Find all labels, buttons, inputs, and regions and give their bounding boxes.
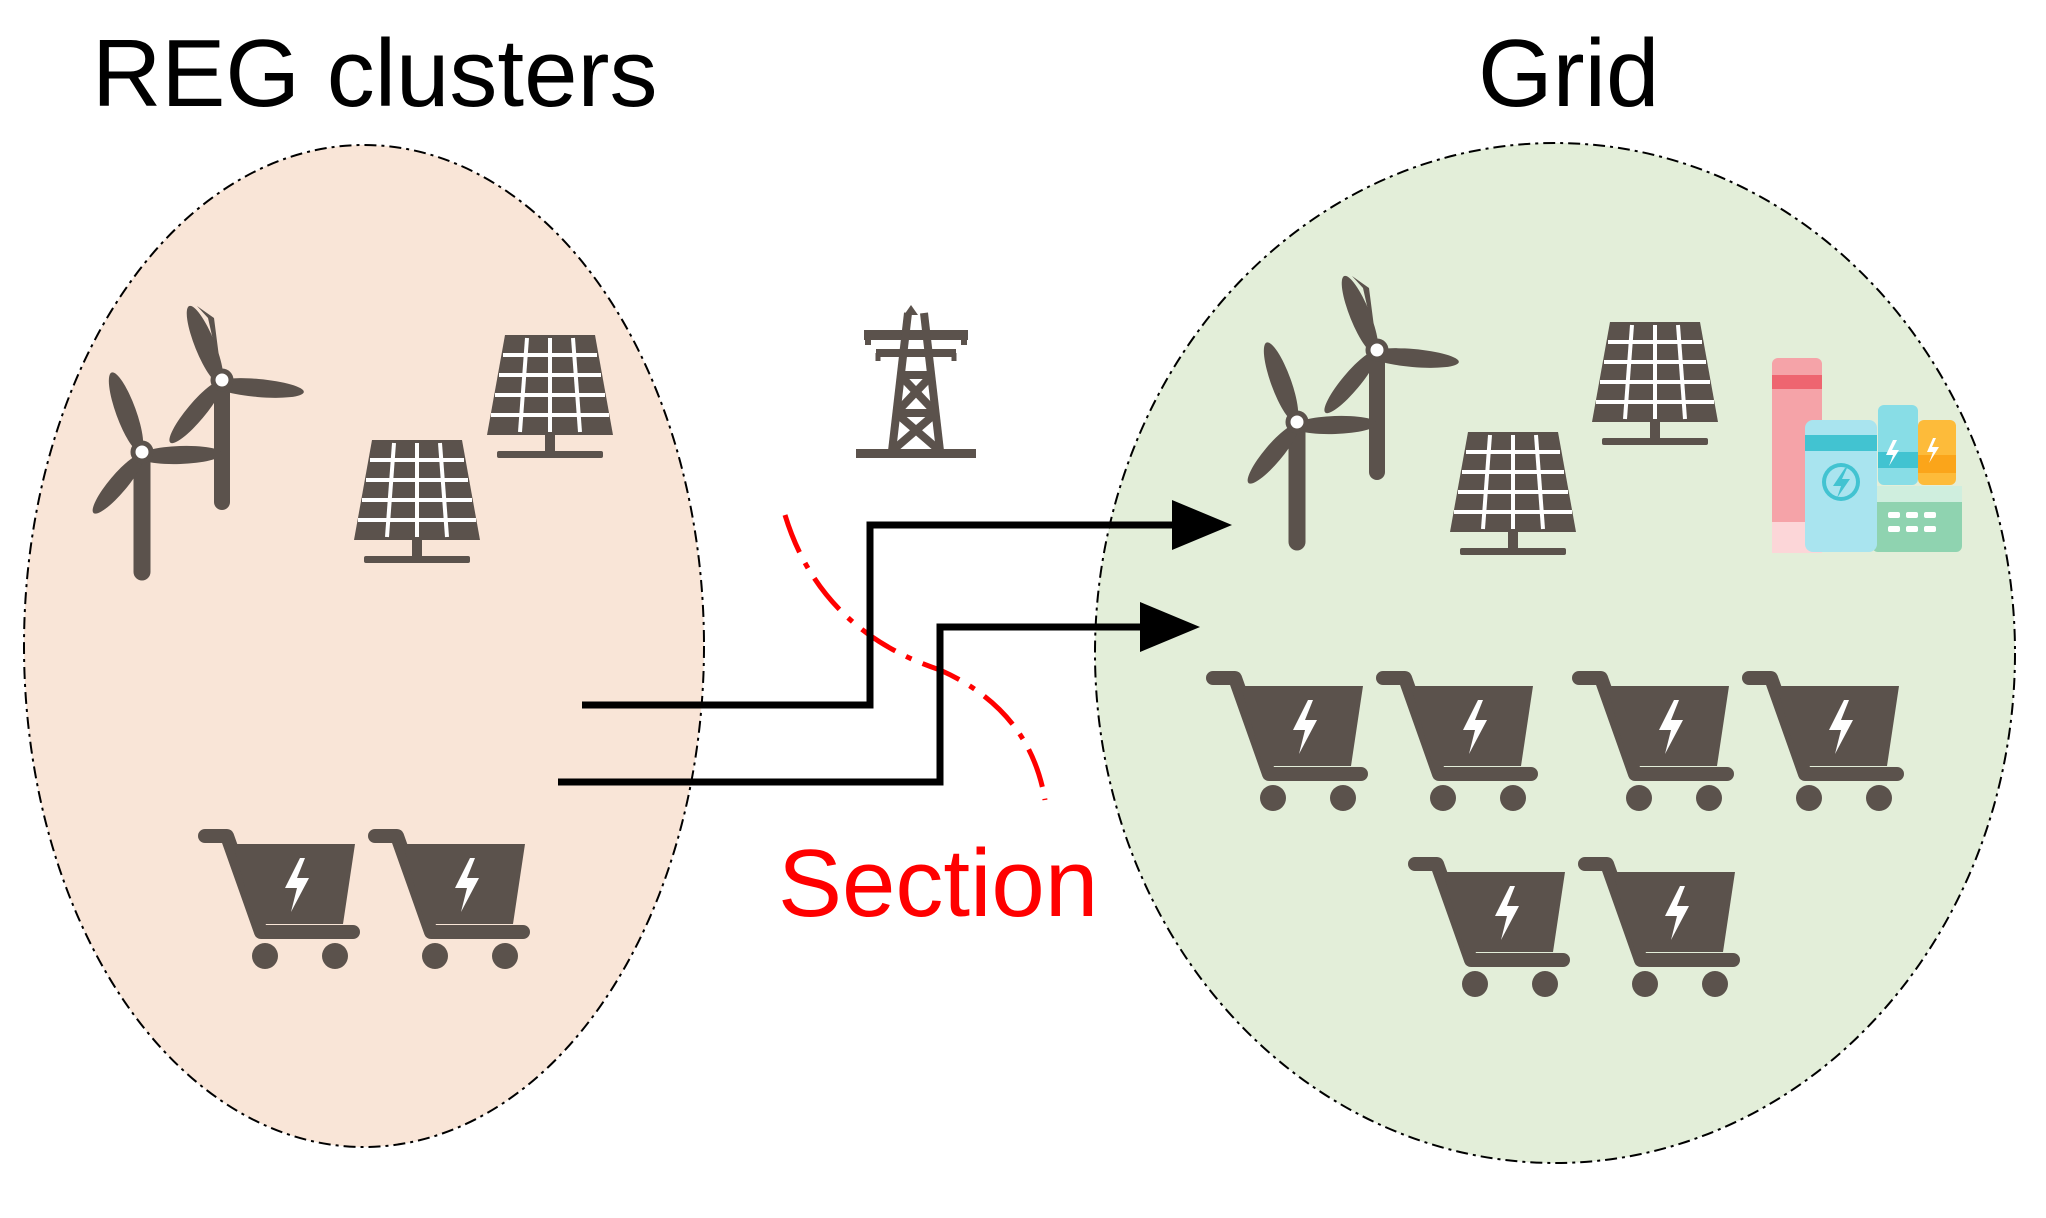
reg-clusters-title: REG clusters [92, 20, 658, 127]
section-label: Section [778, 830, 1099, 937]
power-flow-line-1 [582, 521, 1180, 709]
grid-title: Grid [1478, 20, 1660, 127]
grid-region [1094, 142, 2016, 1164]
power-plant-icon [1772, 358, 1962, 553]
section-cut-line [782, 514, 1048, 801]
arrow-head-1 [1172, 500, 1232, 550]
reg-cluster-region [23, 144, 705, 1148]
arrow-head-2 [1140, 602, 1200, 652]
transmission-tower-icon [856, 305, 976, 458]
power-flow-line-2 [558, 623, 1148, 786]
